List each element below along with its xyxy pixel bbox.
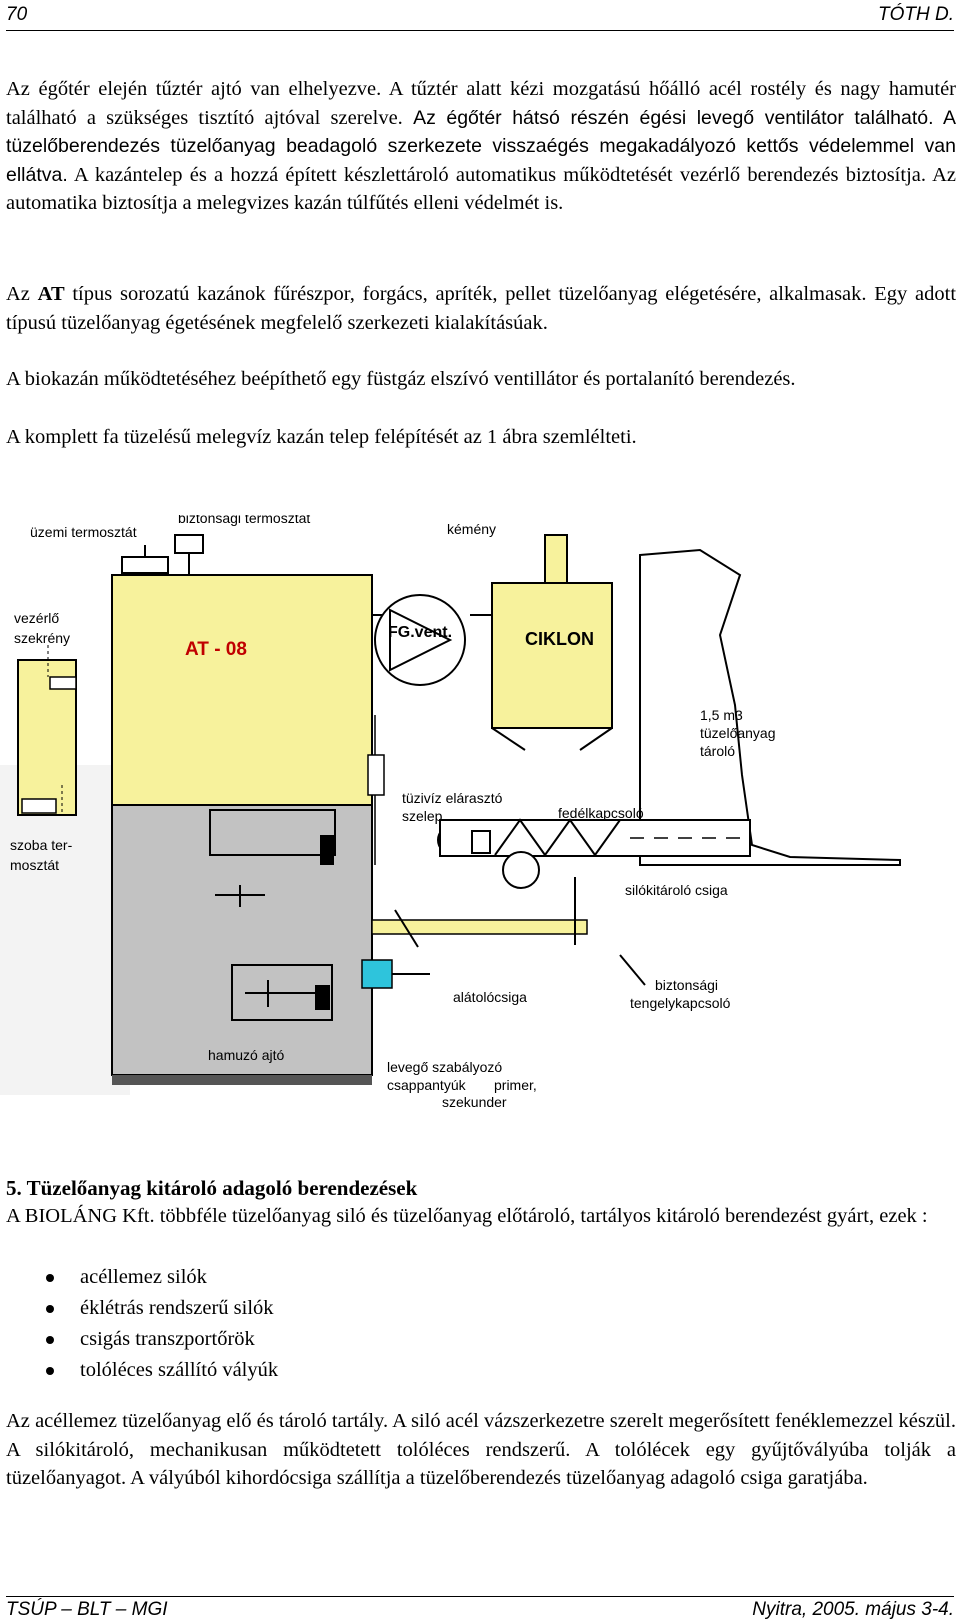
lbl-fedelkapcsolo: fedélkapcsoló <box>558 805 644 821</box>
lbl-primer: primer, <box>494 1077 537 1093</box>
lbl-tarolo-2: tüzelőanyag <box>700 725 776 741</box>
lbl-tarolo-1: 1,5 m3 <box>700 707 743 723</box>
auger-tube <box>439 819 751 857</box>
list-item: csigás transzportőrök <box>6 1324 278 1355</box>
lbl-vezerlo-1: vezérlő <box>14 610 59 626</box>
paragraph-1: Az égőtér elején tűztér ajtó van elhelye… <box>6 75 956 218</box>
p2-pre: Az <box>6 283 38 305</box>
paragraph-1-sans-text: Az égőtér hátsó részén égési levegő vent… <box>6 106 956 186</box>
lbl-levego-2: csappantyúk <box>387 1077 467 1093</box>
paragraph-4: A komplett fa tüzelésű melegvíz kazán te… <box>6 423 956 452</box>
fuel-storage <box>639 548 901 866</box>
lbl-szoba-1: szoba ter- <box>10 837 73 853</box>
lbl-biztonsagi: biztonsági termosztát <box>178 515 310 526</box>
list-item: tolóléces szállító vályúk <box>6 1355 278 1386</box>
section-body: Az acéllemez tüzelőanyag elő és tároló t… <box>6 1410 956 1489</box>
accent-block <box>361 959 393 989</box>
lbl-bizt-1: biztonsági <box>655 977 718 993</box>
ciclon <box>491 582 613 729</box>
p2-post: típus sorozatú kazánok fűrészpor, forgác… <box>6 283 957 334</box>
section-intro: A BIOLÁNG Kft. többféle tüzelőanyag siló… <box>6 1205 928 1227</box>
page-number: 70 <box>6 4 28 25</box>
lbl-hamuzo: hamuzó ajtó <box>208 1047 284 1063</box>
lbl-at08: AT - 08 <box>185 639 247 660</box>
lbl-ciklon: CIKLON <box>525 629 594 649</box>
lbl-silokitaro: silókitároló csiga <box>625 882 728 898</box>
footer-left: TSÚP – BLT – MGI <box>6 1599 168 1620</box>
p2-bold: AT <box>37 283 65 305</box>
p3-text: A biokazán működtetéséhez beépíthető egy… <box>6 368 796 390</box>
list-item: acéllemez silók <box>6 1262 278 1293</box>
lbl-tuziviz-1: tüzivíz elárasztó <box>402 790 503 806</box>
page-header: 70 TÓTH D. <box>6 4 954 31</box>
lbl-tarolo-3: tároló <box>700 743 735 759</box>
lbl-vezerlo-2: szekrény <box>14 630 70 646</box>
fg-vent <box>374 594 466 686</box>
lbl-szoba-2: mosztát <box>10 857 59 873</box>
lbl-tuziviz-2: szelep <box>402 808 443 824</box>
lbl-szekunder: szekunder <box>442 1094 507 1110</box>
paragraph-1b-text: A kazántelep és a hozzá épített készlett… <box>6 163 956 215</box>
bullet-list: acéllemez silók éklétrás rendszerű silók… <box>6 1262 278 1386</box>
paragraph-3: A biokazán működtetéséhez beépíthető egy… <box>6 365 956 394</box>
paragraph-1-text: Az égőtér elején tűztér ajtó van elhelye… <box>6 78 956 129</box>
p4-text: A komplett fa tüzelésű melegvíz kazán te… <box>6 426 637 448</box>
lbl-bizt-2: tengelykapcsoló <box>630 995 731 1011</box>
lbl-fgvent: FG.vent. <box>388 624 452 641</box>
paragraph-2: Az AT típus sorozatú kazánok fűrészpor, … <box>6 280 956 337</box>
lbl-uzemi: üzemi termosztát <box>30 524 137 540</box>
boiler-system-diagram: üzemi termosztát biztonsági termosztát k… <box>0 515 960 1115</box>
boiler-upper <box>111 574 373 806</box>
page-footer: TSÚP – BLT – MGI Nyitra, 2005. május 3-4… <box>6 1596 954 1621</box>
footer-right: Nyitra, 2005. május 3-4. <box>752 1599 954 1620</box>
section-heading: 5. Tüzelőanyag kitároló adagoló berendez… <box>6 1176 418 1200</box>
chimney <box>544 534 568 586</box>
list-item: éklétrás rendszerű silók <box>6 1293 278 1324</box>
lbl-alatolo: alátolócsiga <box>453 989 527 1005</box>
lbl-kemeny: kémény <box>447 521 496 537</box>
author: TÓTH D. <box>878 4 954 25</box>
lbl-levego-1: levegő szabályozó <box>387 1059 502 1075</box>
